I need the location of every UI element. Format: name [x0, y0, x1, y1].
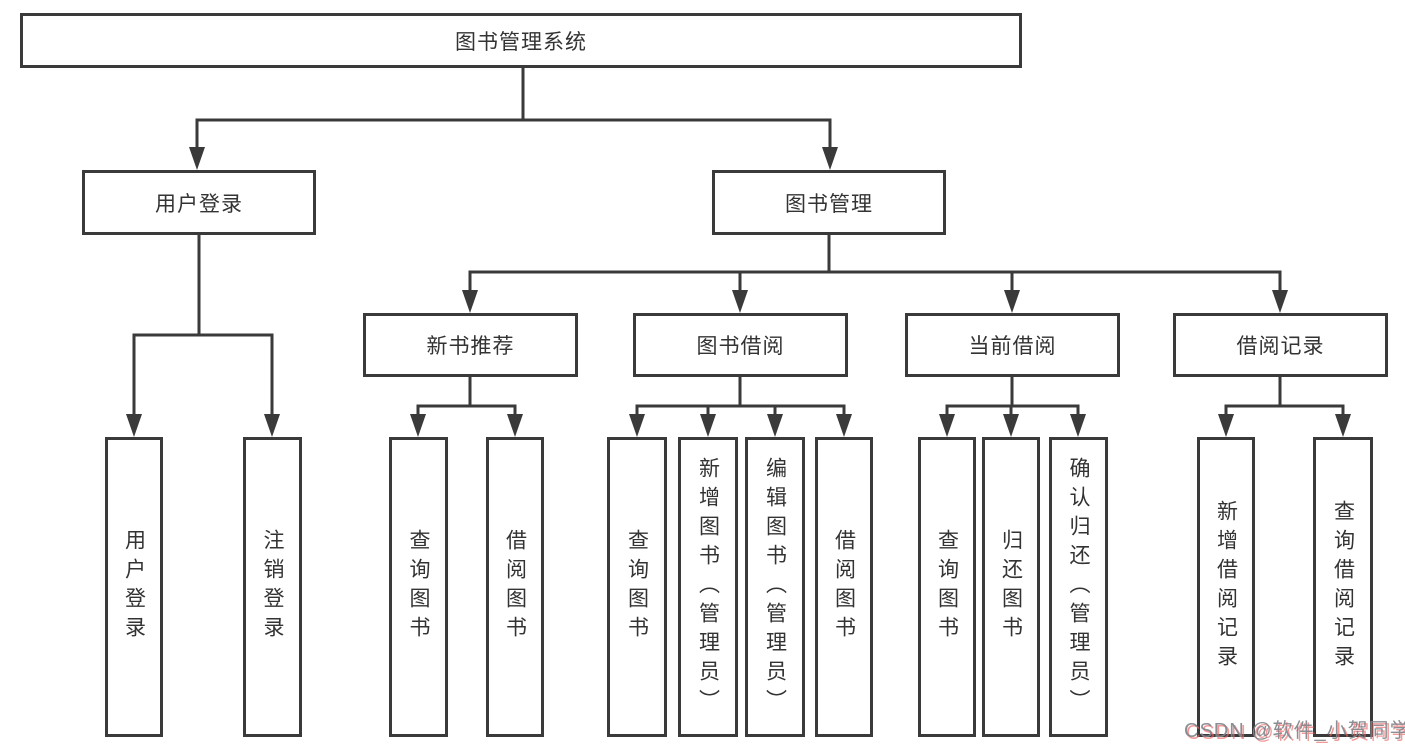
node-book-borrowing-label: 图书借阅: [696, 335, 785, 358]
leaf-query-books-3: 查询图书: [918, 437, 976, 737]
leaf-user-login: 用户登录: [105, 437, 163, 737]
node-new-book-recommend-label: 新书推荐: [426, 335, 515, 358]
node-user-login-label: 用户登录: [155, 192, 243, 216]
leaf-query-books-1: 查询图书: [389, 437, 448, 737]
leaf-query-books-1-label: 查询图书: [407, 529, 430, 645]
leaf-borrow-books-2-label: 借阅图书: [832, 529, 856, 645]
node-book-management-label: 图书管理: [785, 192, 873, 216]
leaf-edit-books-admin-label: 编辑图书（管理员）: [763, 456, 787, 718]
csdn-watermark: CSDN @软件_小贺同学: [1184, 720, 1405, 742]
node-borrowing-records-label: 借阅记录: [1236, 335, 1325, 358]
leaf-query-borrow-record: 查询借阅记录: [1313, 437, 1373, 737]
node-user-login: 用户登录: [82, 170, 316, 235]
leaf-return-books: 归还图书: [982, 437, 1040, 737]
node-new-book-recommend: 新书推荐: [363, 313, 578, 377]
leaf-query-books-2: 查询图书: [607, 437, 667, 737]
node-root-label: 图书管理系统: [455, 30, 587, 54]
leaf-logout-label: 注销登录: [261, 529, 284, 645]
leaf-logout: 注销登录: [243, 437, 302, 737]
leaf-add-borrow-record-label: 新增借阅记录: [1214, 500, 1238, 674]
leaf-confirm-return-admin: 确认归还（管理员）: [1049, 437, 1108, 737]
leaf-query-borrow-record-label: 查询借阅记录: [1331, 500, 1355, 674]
leaf-borrow-books-1-label: 借阅图书: [503, 529, 527, 645]
node-book-management: 图书管理: [712, 170, 946, 235]
node-book-borrowing: 图书借阅: [633, 313, 848, 377]
node-current-borrowing-label: 当前借阅: [968, 335, 1057, 358]
node-current-borrowing: 当前借阅: [905, 313, 1120, 377]
leaf-edit-books-admin: 编辑图书（管理员）: [745, 437, 805, 737]
node-root: 图书管理系统: [20, 13, 1022, 68]
leaf-return-books-label: 归还图书: [999, 529, 1023, 645]
leaf-add-borrow-record: 新增借阅记录: [1197, 437, 1255, 737]
node-borrowing-records: 借阅记录: [1173, 313, 1388, 377]
leaf-user-login-label: 用户登录: [122, 529, 146, 645]
leaf-borrow-books-1: 借阅图书: [486, 437, 544, 737]
leaf-borrow-books-2: 借阅图书: [815, 437, 873, 737]
leaf-query-books-3-label: 查询图书: [935, 529, 959, 645]
leaf-query-books-2-label: 查询图书: [625, 529, 649, 645]
leaf-confirm-return-admin-label: 确认归还（管理员）: [1067, 456, 1090, 718]
leaf-add-books-admin-label: 新增图书（管理员）: [696, 456, 720, 718]
leaf-add-books-admin: 新增图书（管理员）: [678, 437, 738, 737]
